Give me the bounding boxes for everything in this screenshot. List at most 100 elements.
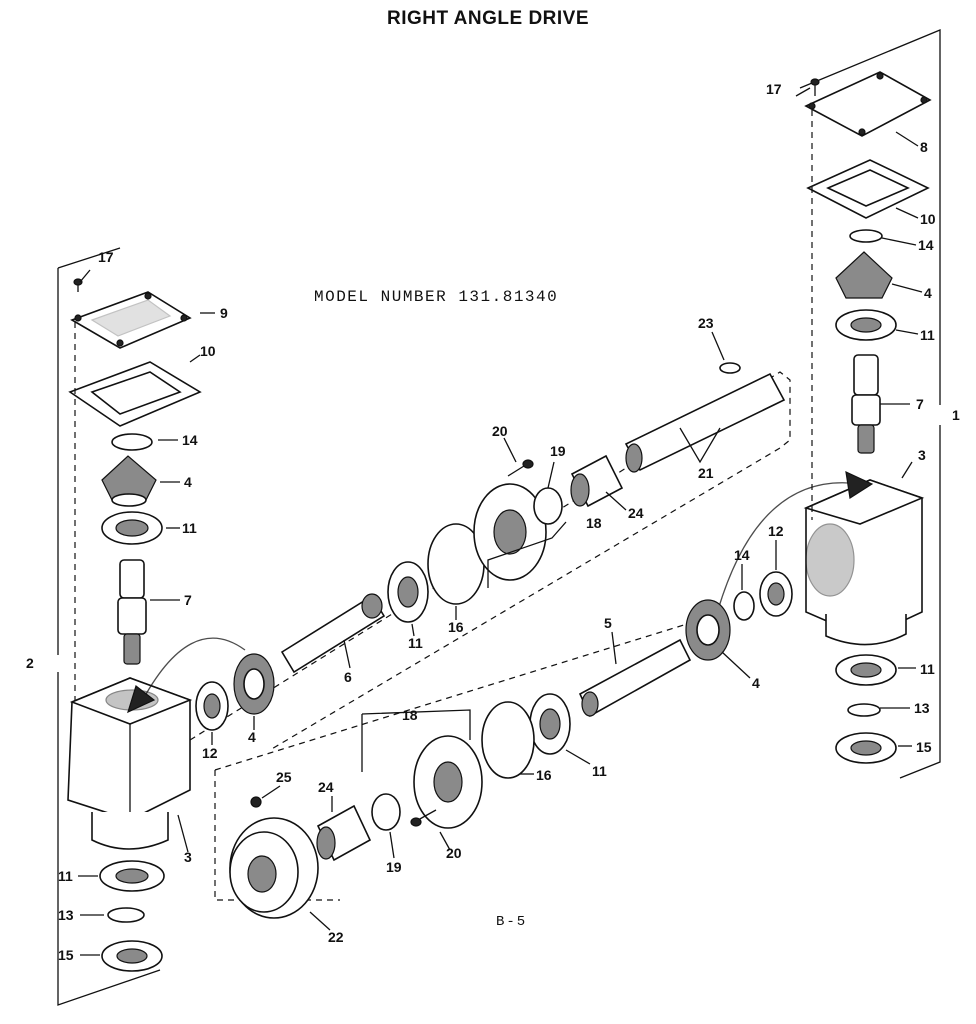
leader-lines [78, 87, 923, 956]
left-gasket [68, 361, 202, 427]
callout-10-right: 10 [920, 211, 936, 227]
right-bevel-gear [835, 251, 893, 299]
callout-24-lower: 24 [318, 779, 334, 795]
upper-bearing-11 [387, 561, 429, 623]
lower-bearing-11 [529, 693, 571, 755]
callout-6: 6 [344, 669, 352, 685]
right-assembly-frame [799, 29, 941, 779]
callout-12-left: 12 [202, 745, 218, 761]
callout-3-left: 3 [184, 849, 192, 865]
lower-screw-20 [410, 809, 437, 827]
lower-flange-18 [413, 735, 483, 829]
callout-20-lower: 20 [446, 845, 462, 861]
callout-24-upper: 24 [628, 505, 644, 521]
callout-11-right-lower: 11 [920, 661, 935, 677]
right-gasket [806, 159, 930, 219]
callout-15-left: 15 [58, 947, 74, 963]
callout-5: 5 [604, 615, 612, 631]
upper-flange-18 [473, 483, 547, 581]
left-snap-ring-13 [107, 907, 145, 923]
callout-11-lower: 11 [592, 763, 607, 779]
callout-8: 8 [920, 139, 928, 155]
left-cover-plate [70, 291, 192, 349]
left-arrow-head [127, 684, 156, 714]
callout-13-left: 13 [58, 907, 74, 923]
left-assembly-arrow [139, 637, 246, 706]
callout-19-upper: 19 [550, 443, 566, 459]
page-code: B-5 [496, 914, 528, 930]
pulley-22 [229, 817, 319, 919]
callout-11-upper: 11 [408, 635, 423, 651]
callout-19-lower: 19 [386, 859, 402, 875]
left-seal-15 [101, 940, 163, 972]
lower-seal-19 [371, 793, 401, 831]
lower-gasket-16 [481, 701, 535, 779]
callout-18-lower: 18 [402, 707, 418, 723]
upper-shaft-21 [624, 372, 786, 473]
lower-shaft-5 [578, 638, 692, 718]
right-cover-plate [804, 71, 932, 137]
callout-17-left: 17 [98, 249, 114, 265]
left-gearbox-housing [67, 677, 193, 850]
left-shaft-7 [117, 559, 147, 665]
right-snap-ring-14-side [733, 591, 755, 621]
upper-seal-19 [533, 487, 563, 525]
callout-14-right: 14 [918, 237, 934, 253]
callout-15-right: 15 [916, 739, 932, 755]
callout-16-lower: 16 [536, 767, 552, 783]
upper-bearing-12 [195, 681, 229, 731]
right-arrow-head [845, 470, 874, 499]
callout-20-upper: 20 [492, 423, 508, 439]
right-snap-ring-14 [849, 229, 883, 243]
right-bearing-12 [759, 571, 793, 617]
callout-2: 2 [26, 655, 34, 671]
model-number: MODEL NUMBER 131.81340 [314, 288, 559, 306]
left-bearing-11-lower [99, 860, 165, 892]
callout-21: 21 [698, 465, 714, 481]
right-snap-ring-13 [847, 703, 881, 717]
callout-17-right: 17 [766, 81, 782, 97]
left-snap-ring-14 [111, 433, 153, 451]
callout-4-right: 4 [924, 285, 932, 301]
right-gearbox-housing [803, 479, 925, 646]
callout-4-upper: 4 [248, 729, 256, 745]
upper-shaft-6 [280, 593, 386, 674]
callout-11-right: 11 [920, 327, 935, 343]
upper-screw-20 [507, 459, 534, 477]
callout-14-right-side: 14 [734, 547, 750, 563]
left-screw [73, 278, 83, 292]
callout-11-left-lower: 11 [58, 868, 73, 884]
right-seal-15 [835, 732, 897, 764]
callout-18-upper: 18 [586, 515, 602, 531]
callout-13-right: 13 [914, 700, 930, 716]
left-bevel-gear [101, 455, 157, 507]
callout-25: 25 [276, 769, 292, 785]
lower-spacer-24 [316, 804, 372, 862]
upper-gear-4 [233, 653, 275, 715]
lower-gear-4 [685, 599, 731, 661]
callout-4-left: 4 [184, 474, 192, 490]
callout-16-upper: 16 [448, 619, 464, 635]
callout-12-right: 12 [768, 523, 784, 539]
callout-1: 1 [952, 407, 960, 423]
lower-assembly-guide-2 [214, 619, 701, 771]
callout-22: 22 [328, 929, 344, 945]
right-screw [810, 78, 820, 96]
callout-7-left: 7 [184, 592, 192, 608]
left-bearing-11 [101, 511, 163, 545]
diagram-title: RIGHT ANGLE DRIVE [386, 8, 590, 29]
upper-spacer-24 [570, 454, 624, 508]
callouts: 17 9 10 14 4 11 7 2 3 11 13 15 12 4 6 11… [26, 81, 960, 963]
callout-23: 23 [698, 315, 714, 331]
callout-7-right: 7 [916, 396, 924, 412]
callout-14-left: 14 [182, 432, 198, 448]
callout-3-right: 3 [918, 447, 926, 463]
right-bearing-11 [835, 309, 897, 341]
callout-9: 9 [220, 305, 228, 321]
right-shaft-7 [851, 354, 881, 454]
set-screw-25 [250, 796, 262, 808]
left-assembly-frame [57, 247, 161, 1006]
woodruff-key-23 [719, 362, 741, 374]
callout-10-left: 10 [200, 343, 216, 359]
